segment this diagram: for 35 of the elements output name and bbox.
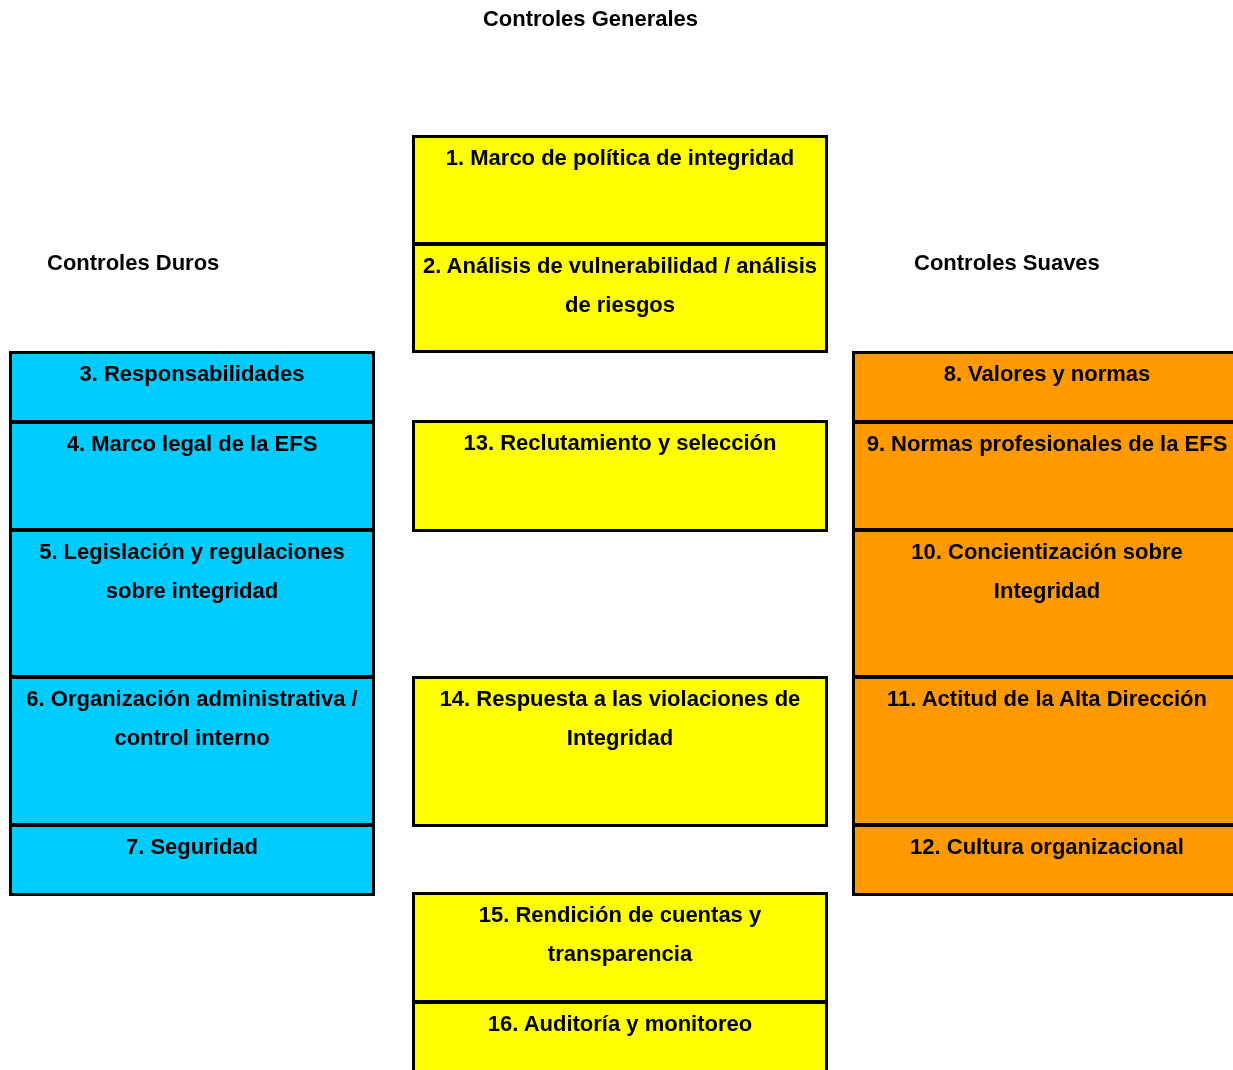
box-label: 15. Rendición de cuentas y transparencia xyxy=(477,901,763,968)
box-label: 14. Respuesta a las violaciones de Integridad xyxy=(438,685,802,752)
box-label: 7. Seguridad xyxy=(124,833,259,861)
box-label: 12. Cultura organizacional xyxy=(909,833,1185,861)
category-box xyxy=(9,824,375,896)
box-label: 9. Normas profesionales de la EFS xyxy=(865,430,1229,458)
box-label: 13. Reclutamiento y selección xyxy=(462,429,778,457)
category-box xyxy=(9,421,375,531)
column-heading: Controles Suaves xyxy=(914,250,1100,276)
box-label: 5. Legislación y regulaciones sobre integridad xyxy=(38,538,346,605)
category-box xyxy=(852,824,1233,896)
category-box xyxy=(9,351,375,423)
box-label: 8. Valores y normas xyxy=(942,360,1152,388)
box-label: 4. Marco legal de la EFS xyxy=(65,430,319,458)
box-label: 10. Concientización sobre Integridad xyxy=(910,538,1184,605)
box-label: 11. Actitud de la Alta Dirección xyxy=(886,685,1208,713)
box-label: 1. Marco de política de integridad xyxy=(444,144,796,172)
category-box xyxy=(852,676,1233,826)
category-box xyxy=(412,892,828,1003)
category-box xyxy=(9,529,375,678)
category-box xyxy=(412,676,828,827)
category-box xyxy=(412,420,828,532)
category-box xyxy=(852,351,1233,423)
category-box xyxy=(9,676,375,826)
box-label: 3. Responsabilidades xyxy=(78,360,306,388)
title: Controles Generales xyxy=(481,6,700,32)
category-box xyxy=(852,529,1233,678)
box-label: 6. Organización administrativa / control interno xyxy=(25,685,359,752)
column-heading: Controles Duros xyxy=(47,250,220,276)
category-box xyxy=(412,135,828,245)
category-box xyxy=(412,1001,828,1070)
category-box xyxy=(852,421,1233,531)
box-label: 16. Auditoría y monitoreo xyxy=(486,1010,754,1038)
box-label: 2. Análisis de vulnerabilidad / análisis de riesgos xyxy=(421,252,819,319)
category-box xyxy=(412,243,828,353)
